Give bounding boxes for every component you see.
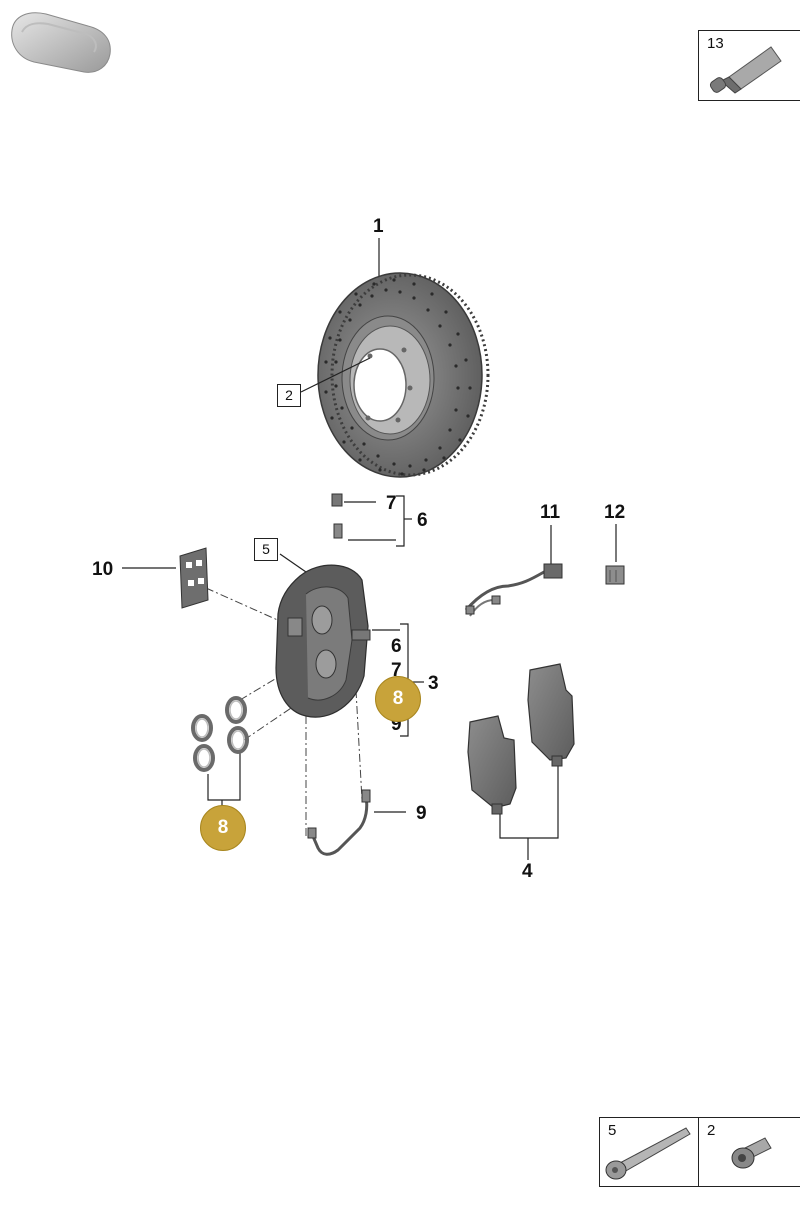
callout-7-group: 7	[391, 660, 402, 681]
callout-7: 7	[386, 493, 397, 514]
callout-10: 10	[92, 559, 114, 580]
screw-number: 2	[707, 1122, 716, 1139]
callout-3: 3	[428, 673, 439, 694]
callout-12: 12	[604, 502, 626, 523]
callout-1: 1	[373, 216, 384, 237]
callout-11: 11	[540, 502, 561, 523]
callout-6-group: 6	[391, 636, 402, 657]
bolt-box[interactable]: 5	[599, 1117, 700, 1187]
callout-9: 9	[416, 803, 427, 824]
callout-9-group: 9	[391, 714, 402, 735]
lubricant-tube-icon	[709, 46, 782, 94]
lubricant-number: 13	[707, 35, 724, 52]
screw-icon	[731, 1137, 772, 1169]
seal-kit-badge-left[interactable]: 8	[200, 805, 246, 851]
seal-kit-badge-right[interactable]: 8	[375, 676, 421, 722]
callout-4: 4	[522, 861, 533, 882]
screw-box[interactable]: 2	[698, 1117, 800, 1187]
callout-2-box: 2	[277, 384, 301, 407]
callout-5-box: 5	[254, 538, 278, 561]
bolt-icon	[605, 1127, 691, 1180]
lubricant-box[interactable]: 13	[698, 30, 800, 101]
bolt-number: 5	[608, 1122, 617, 1139]
callout-6: 6	[417, 510, 428, 531]
